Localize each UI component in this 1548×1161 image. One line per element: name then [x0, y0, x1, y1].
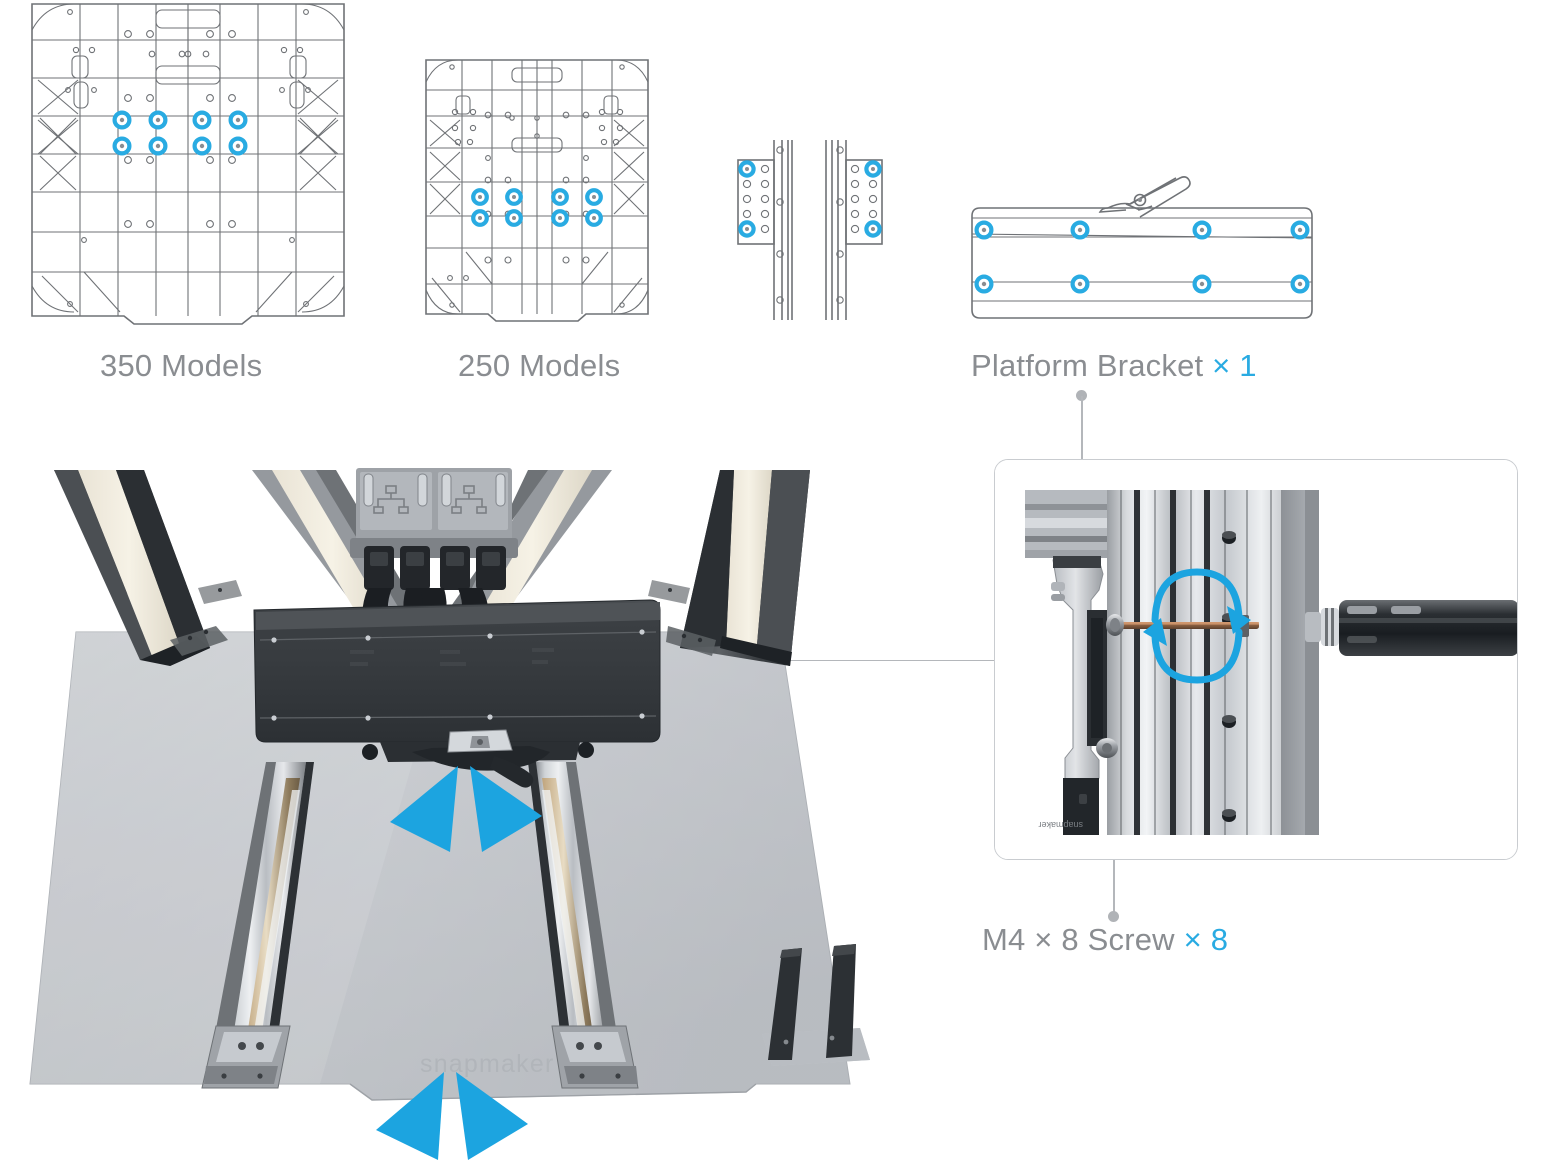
part-label-plate-250: 250 Models [458, 348, 620, 384]
snapmaker-logo: snapmaker [420, 1050, 554, 1078]
left-rail-carriage [201, 1025, 291, 1089]
part-diagram-plate-250 [422, 56, 652, 324]
network-port-icon-left [373, 485, 409, 514]
bracket-logo: snapmaker [1038, 820, 1083, 830]
bracket-lower-pivot [1096, 738, 1118, 758]
part-diagram-linear-rail [726, 140, 906, 320]
left-vertical-linear-module [54, 470, 242, 666]
arrow-pair-bracket-clamp [390, 766, 542, 852]
bracket-arm: snapmaker [1038, 556, 1107, 835]
screw-tightening-detail-illustration: snapmaker [995, 460, 1517, 859]
vertical-linear-module-extrusion [1107, 490, 1319, 835]
left-horizontal-rail [201, 762, 314, 1089]
callout-label-text: M4 × 8 Screw [982, 922, 1175, 957]
callout-quantity: × 8 [1183, 922, 1229, 957]
right-vertical-linear-module [648, 470, 810, 666]
highlighted-screw-holes [471, 188, 603, 227]
highlighted-screw-holes [974, 220, 1310, 294]
toolhead-connector-board [350, 468, 518, 634]
part-label-text: 250 Models [458, 348, 621, 383]
highlighted-screw-holes-left [738, 160, 756, 238]
highlighted-screw-holes [112, 110, 248, 156]
arrow-pair-bed-front-edge [376, 1072, 528, 1160]
callout-line-m4-screw [1113, 858, 1115, 916]
highlighted-screw-holes-right [864, 160, 882, 238]
right-rail-carriage [551, 1025, 639, 1089]
callout-label-text: Platform Bracket [971, 348, 1204, 383]
right-horizontal-rail [528, 762, 639, 1089]
horizontal-extrusion-back [1025, 490, 1119, 558]
part-label-plate-350: 350 Models [100, 348, 262, 384]
part-diagram-platform-bracket [962, 168, 1322, 319]
connector-line-photo-to-inset [640, 660, 1002, 662]
part-label-text: 350 Models [100, 348, 263, 383]
linear-module-rail-icon [737, 140, 883, 320]
callout-label-m4-screw: M4 × 8 Screw × 8 [982, 922, 1228, 958]
part-diagram-plate-350 [28, 0, 348, 325]
platform-bracket-icon [971, 176, 1313, 319]
build-plate-250-icon [425, 59, 649, 322]
inset-detail-panel: snapmaker [994, 459, 1518, 860]
tool-holder-bracket [762, 944, 870, 1066]
callout-dot-platform-bracket [1076, 390, 1087, 401]
callout-label-platform-bracket: Platform Bracket × 1 [971, 348, 1257, 384]
printer-bed-overview-photo: snapmaker [20, 460, 880, 1161]
network-port-icon-right [451, 485, 487, 514]
printer-overview-illustration: snapmaker [29, 468, 870, 1160]
callout-dot-m4-screw [1108, 911, 1119, 922]
build-plate-350-icon [31, 3, 345, 325]
hex-screwdriver [1305, 600, 1517, 656]
callout-quantity: × 1 [1212, 348, 1257, 383]
rotation-arrow-heads [1143, 606, 1251, 646]
rotation-arrow [1151, 568, 1243, 684]
platform-bracket [253, 599, 661, 788]
